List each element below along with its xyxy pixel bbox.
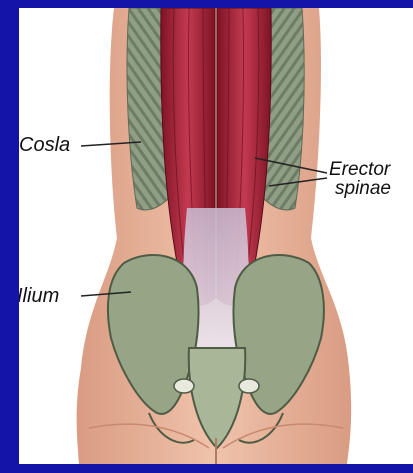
erector-spinae-label: Erector spinae bbox=[329, 160, 391, 198]
anatomy-illustration: Cosla Ilium Erector spinae bbox=[19, 8, 413, 464]
ilium-label: Ilium bbox=[19, 286, 59, 306]
erector-label-line2: spinae bbox=[335, 179, 391, 198]
anatomy-drawing bbox=[19, 8, 413, 464]
erector-label-line1: Erector bbox=[329, 160, 391, 179]
costa-label: Cosla bbox=[19, 135, 70, 155]
